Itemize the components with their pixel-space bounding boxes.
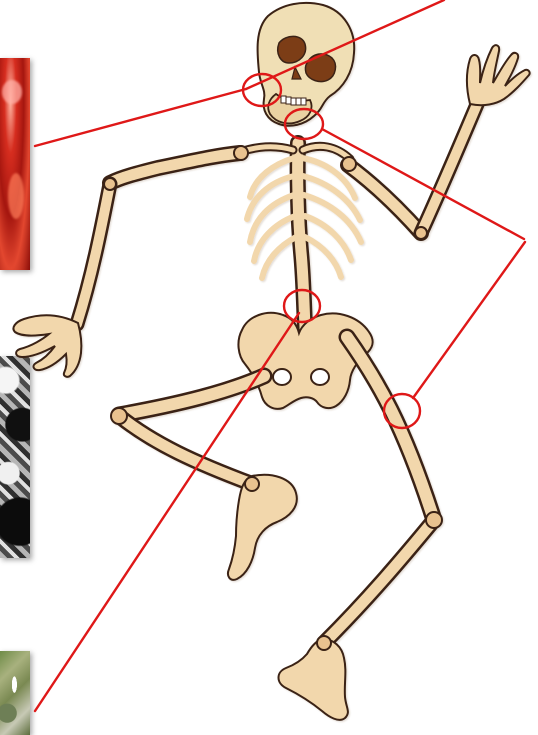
left-foot-bone <box>228 475 297 580</box>
left-hand-bone <box>13 315 81 377</box>
right-foot-bone <box>279 639 348 720</box>
right-eye-socket <box>305 54 335 82</box>
skeleton <box>13 3 529 720</box>
pelvis <box>238 313 372 409</box>
left-eye-socket <box>278 36 306 63</box>
right-hand-bone <box>467 45 530 105</box>
